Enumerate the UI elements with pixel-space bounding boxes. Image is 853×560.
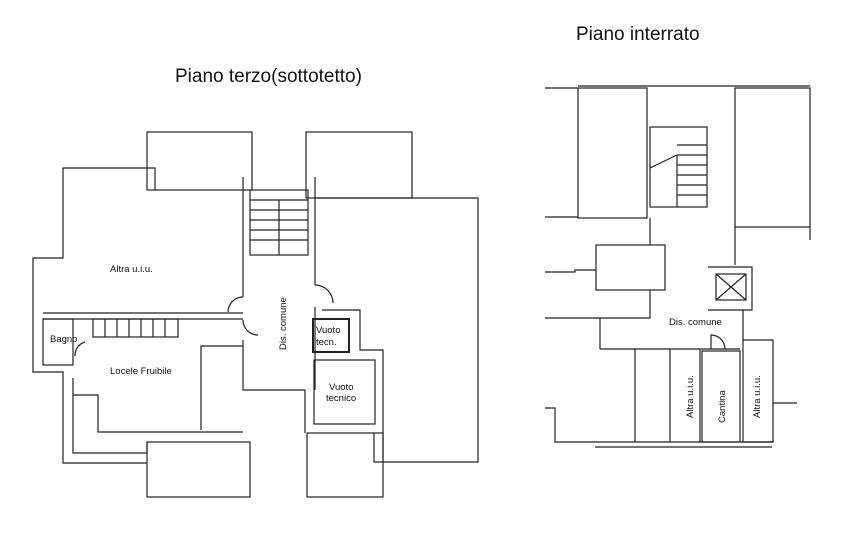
wall	[545, 317, 601, 349]
room-label-altra: Altra u.i.u.	[110, 264, 153, 275]
room-label-locale: Locele Fruibile	[110, 366, 172, 377]
balcony-bottom-right	[306, 432, 384, 498]
vuoto-tecn-box	[312, 318, 350, 353]
room-label-vuoto-tecnico: Vuoto	[329, 382, 353, 393]
third-floor-plan: Altra u.i.u. Bagno Locele Fruibile Dis. …	[32, 131, 479, 498]
stair-treads	[649, 144, 707, 207]
stair-icon	[649, 126, 708, 208]
lift-shaft	[708, 266, 753, 311]
balcony-bottom-left	[146, 441, 251, 498]
wall	[322, 309, 384, 460]
protrusion	[595, 244, 666, 291]
room-label-bagno: Bagno	[50, 334, 77, 345]
lift-icon	[715, 273, 747, 301]
door-icon	[710, 334, 726, 350]
room-label-altra-right: Altra u.i.u.	[752, 375, 763, 418]
wall	[600, 290, 651, 319]
stair-icon	[92, 318, 179, 338]
room-label-vuoto-tecn: tecn.	[316, 337, 337, 348]
lift-icon	[715, 273, 747, 301]
room-label-dis-comune: Dis. comune	[278, 297, 289, 350]
vuoto-tecnico-box	[313, 359, 376, 425]
block-left	[577, 87, 648, 219]
room-label-altra-left: Altra u.i.u.	[685, 375, 696, 418]
wall	[72, 378, 148, 454]
basement-plan: Dis. comune Altra u.i.u. Cantina Altra u…	[545, 85, 811, 448]
balcony-top-left	[146, 131, 253, 191]
stair-treads	[250, 199, 308, 255]
door-icon	[74, 341, 86, 357]
wall	[545, 269, 596, 273]
room-label-dis-comune: Dis. comune	[669, 317, 722, 328]
left-unit-wall	[32, 167, 156, 464]
room-label-vuoto-tecnico: tecnico	[326, 393, 356, 404]
bathroom-wall	[42, 318, 74, 366]
room-label-vuoto-tecn: Vuoto	[316, 325, 340, 336]
core-wall	[242, 340, 306, 433]
plan-title-third-floor: Piano terzo(sottotetto)	[175, 66, 362, 87]
block-right	[734, 87, 811, 228]
wall	[73, 394, 243, 433]
room-label-cantina: Cantina	[717, 390, 728, 423]
door-icon	[242, 319, 259, 336]
stair-treads	[104, 319, 166, 337]
door-icon	[314, 284, 334, 304]
balcony-top-right	[305, 131, 413, 199]
door-icon	[227, 296, 244, 313]
plan-title-basement: Piano interrato	[576, 24, 700, 45]
right-unit-wall	[315, 197, 479, 463]
wall	[545, 407, 773, 443]
wall	[200, 345, 243, 430]
